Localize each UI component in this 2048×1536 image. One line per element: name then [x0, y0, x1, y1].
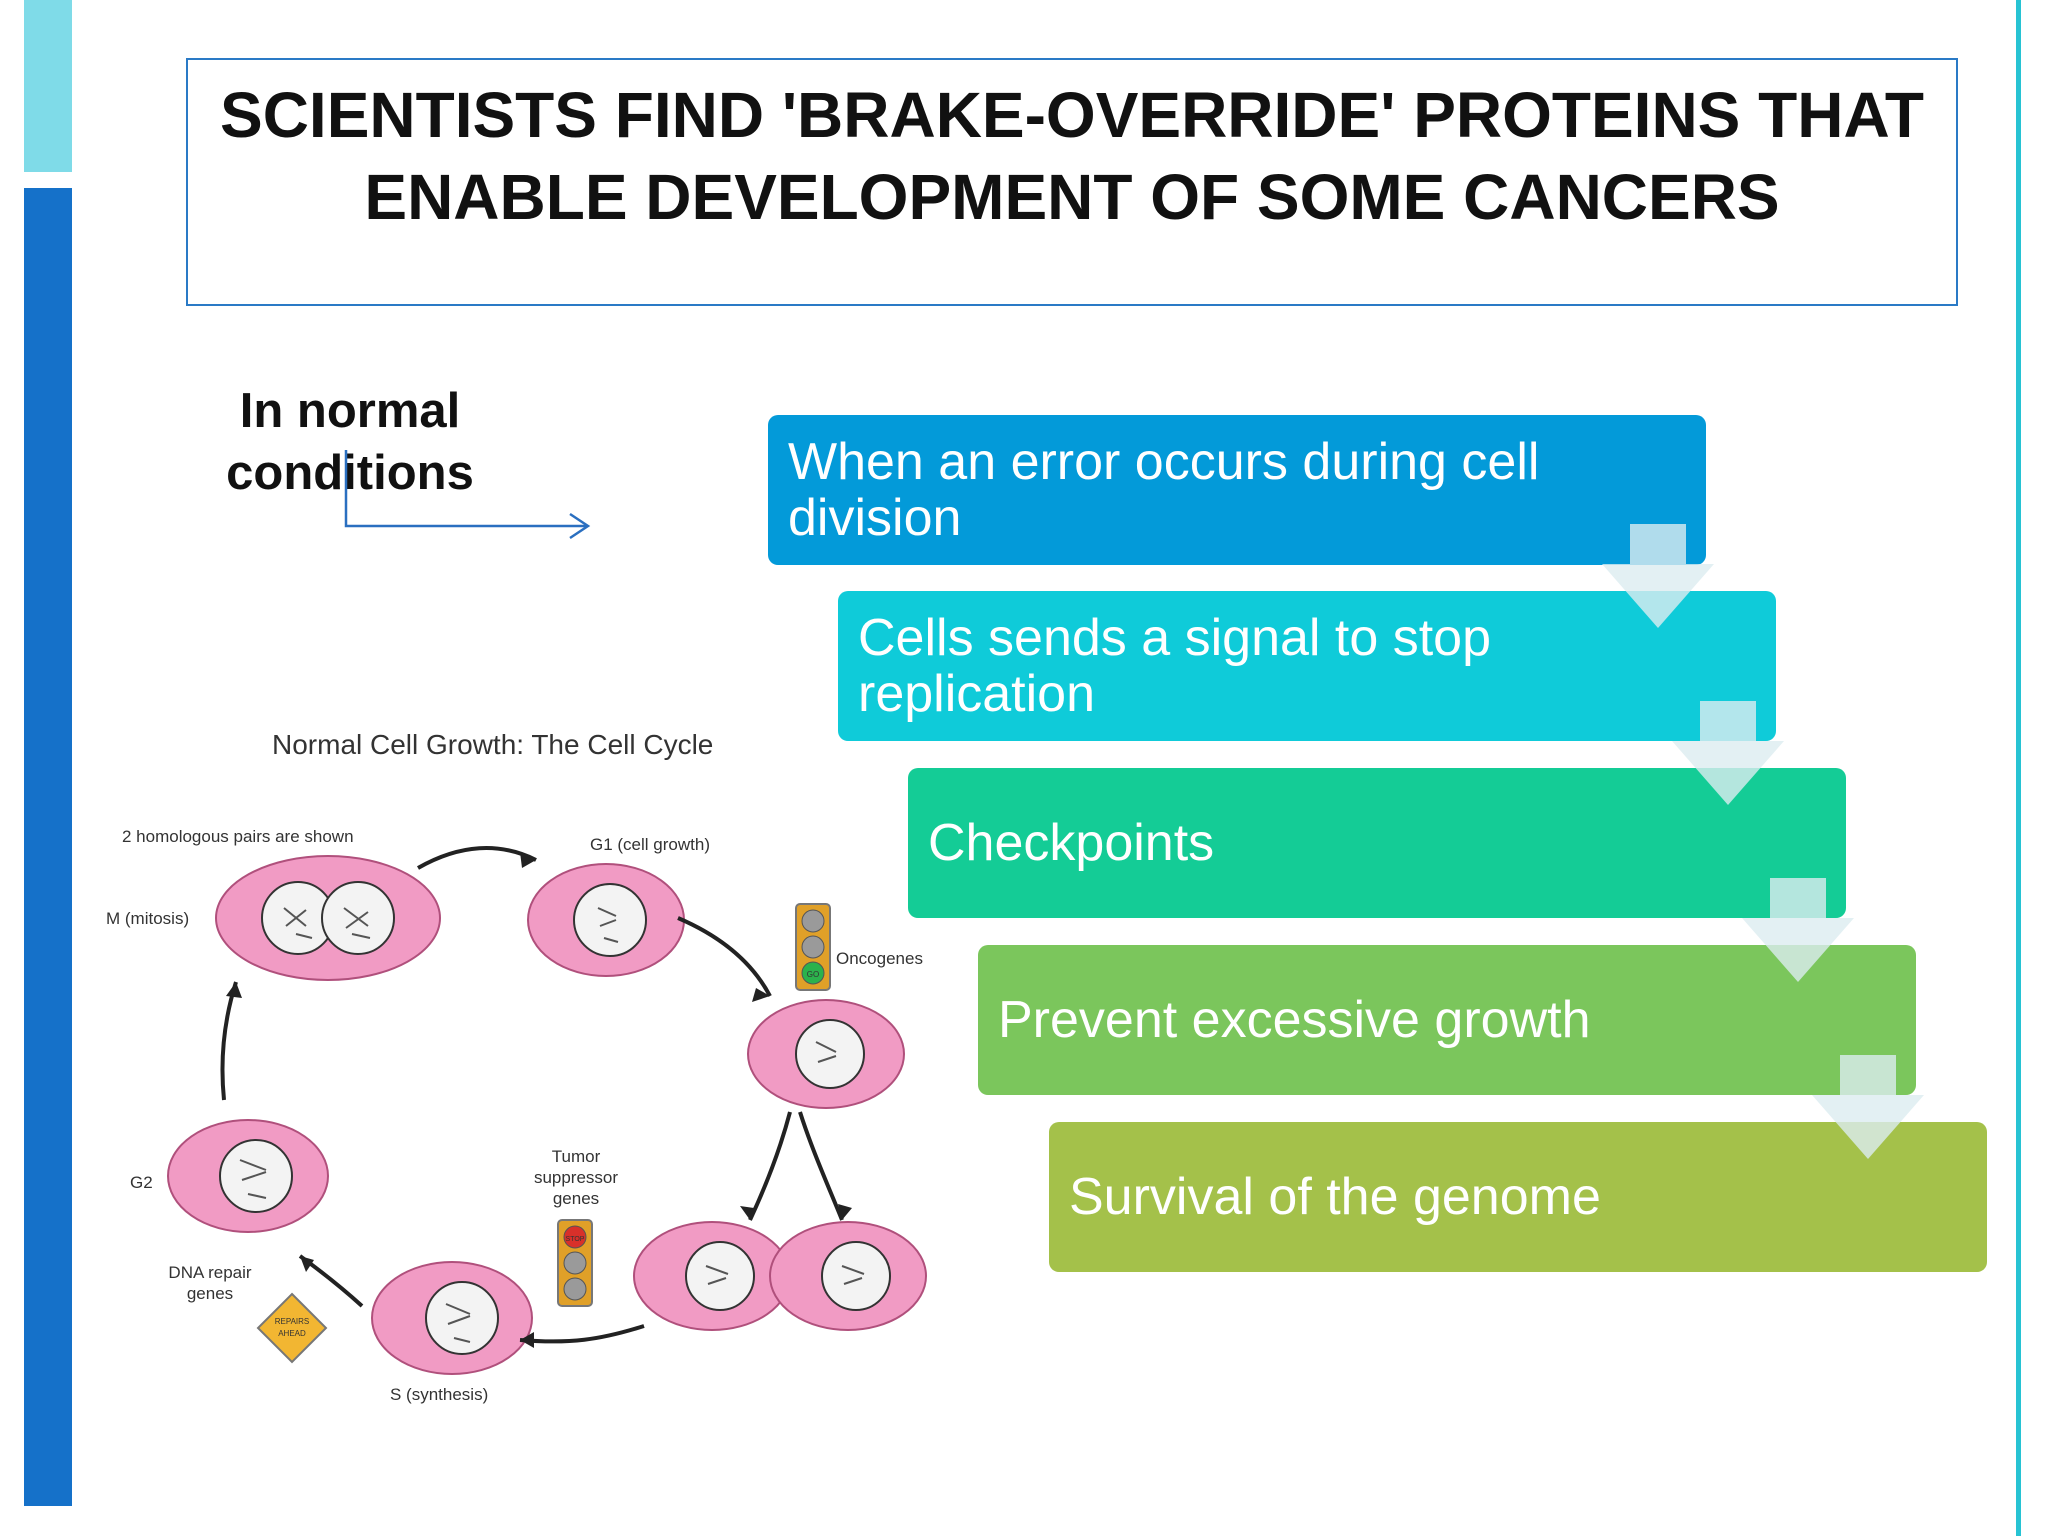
label-dna-repair-2: genes: [187, 1284, 233, 1303]
process-step-text: When an error occurs during cell divisio…: [788, 433, 1540, 547]
process-step-text: Checkpoints: [928, 814, 1215, 872]
cell-g1: [527, 863, 685, 977]
connector-arrow: [344, 450, 591, 540]
sign-text-2: AHEAD: [278, 1329, 306, 1338]
cycle-arrow: [417, 846, 537, 870]
label-g1: G1 (cell growth): [590, 835, 710, 854]
slide-title: SCIENTISTS FIND 'BRAKE-OVERRIDE' PROTEIN…: [220, 79, 1924, 233]
cycle-arrow: [748, 1111, 792, 1221]
light-stop-label: STOP: [566, 1236, 585, 1243]
warning-sign-icon: [256, 1292, 328, 1364]
cell-synthesis: [371, 1261, 533, 1375]
label-tumor-2: suppressor: [534, 1168, 618, 1187]
label-mitosis: M (mitosis): [106, 909, 189, 928]
label-oncogenes: Oncogenes: [836, 949, 923, 968]
cycle-arrow: [519, 1324, 645, 1344]
diagram-title: Normal Cell Growth: The Cell Cycle: [272, 729, 713, 760]
process-step: Survival of the genome: [1049, 1122, 1987, 1272]
diagram-note: 2 homologous pairs are shown: [122, 827, 354, 846]
label-tumor-3: genes: [553, 1189, 599, 1208]
label-synthesis: S (synthesis): [390, 1385, 488, 1404]
title-box: SCIENTISTS FIND 'BRAKE-OVERRIDE' PROTEIN…: [186, 58, 1958, 306]
traffic-light-icon: [557, 1219, 593, 1307]
cycle-arrow: [220, 981, 238, 1101]
cell-growth: [747, 999, 905, 1109]
label-tumor-1: Tumor: [552, 1147, 601, 1166]
cell-daughter: [633, 1221, 791, 1331]
process-step-text: Survival of the genome: [1069, 1168, 1601, 1226]
cell-daughter: [769, 1221, 927, 1331]
process-step: Checkpoints: [908, 768, 1846, 918]
cycle-arrow: [798, 1111, 844, 1221]
label-g2: G2: [130, 1173, 153, 1192]
process-step: When an error occurs during cell divisio…: [768, 415, 1706, 565]
sign-text-1: REPAIRS: [275, 1317, 310, 1326]
cell-cycle-diagram: Normal Cell Growth: The Cell Cycle 2 hom…: [106, 729, 927, 1404]
process-step: Prevent excessive growth: [978, 945, 1916, 1095]
traffic-light-icon: [795, 903, 831, 991]
cycle-arrow: [677, 916, 772, 997]
process-step: Cells sends a signal to stop replication: [838, 591, 1776, 741]
process-step-text: Cells sends a signal to stop replication: [858, 609, 1492, 723]
decor-bar-main: [24, 188, 72, 1506]
light-go-label: GO: [807, 970, 819, 979]
intro-label: In normal conditions: [226, 384, 474, 500]
decor-bar-right: [2016, 0, 2021, 1536]
decor-bar-top: [24, 0, 72, 172]
cell-g2: [167, 1119, 329, 1233]
process-step-text: Prevent excessive growth: [998, 991, 1591, 1049]
label-dna-repair-1: DNA repair: [168, 1263, 251, 1282]
cell-mitosis: [215, 855, 441, 981]
